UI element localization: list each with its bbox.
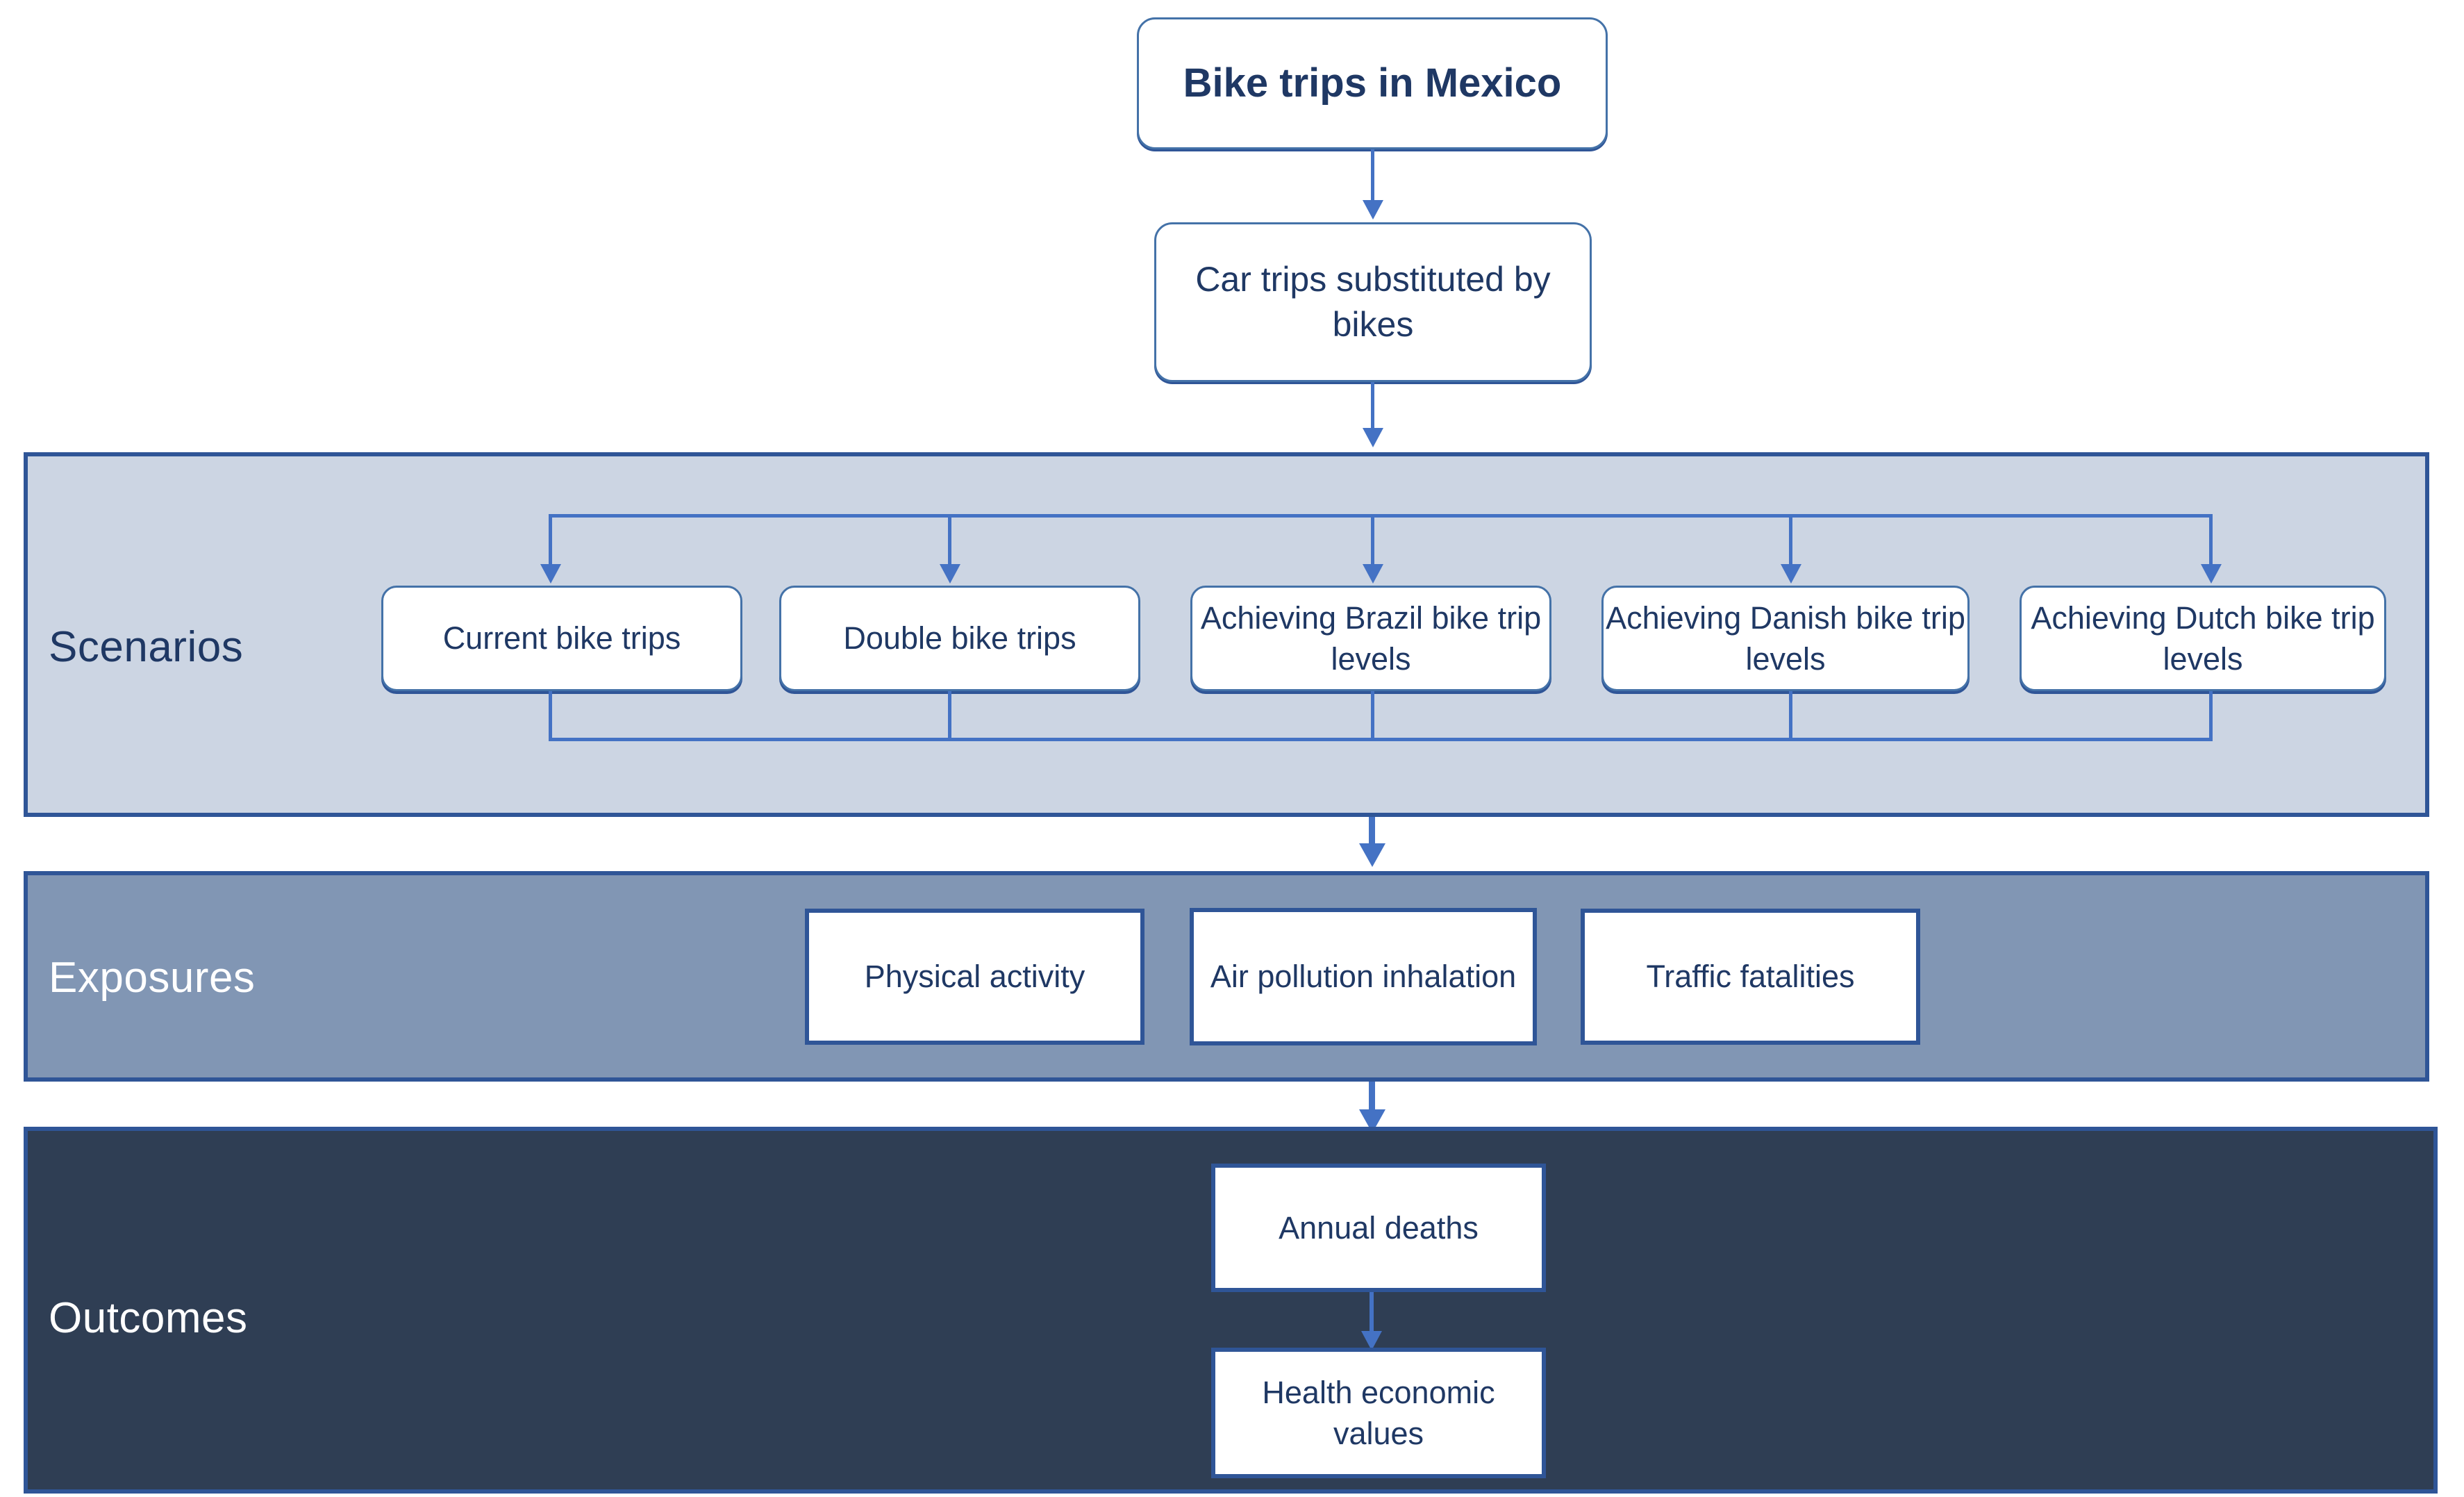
node-outcome-annual-deaths[interactable]: Annual deaths [1211, 1164, 1546, 1292]
scenario-collect-leg-3 [1371, 691, 1374, 741]
node-label: Annual deaths [1279, 1209, 1479, 1246]
band-label-scenarios: Scenarios [49, 623, 244, 671]
connector-deaths-to-values-line [1370, 1292, 1374, 1337]
band-label-outcomes: Outcomes [49, 1294, 248, 1342]
node-bike-trips-in-mexico[interactable]: Bike trips in Mexico [1137, 17, 1608, 149]
connector-root-to-substitution-line [1371, 149, 1374, 200]
scenario-drop-leg-3 [1371, 514, 1374, 567]
scenario-drop-leg-1 [549, 514, 552, 567]
scenario-distributor-bus [549, 514, 2213, 518]
node-label: Car trips substituted by bikes [1195, 260, 1551, 344]
node-exposure-traffic-fatalities[interactable]: Traffic fatalities [1581, 909, 1920, 1045]
node-label: Achieving Dutch bike trip levels [2031, 599, 2375, 677]
band-label-exposures: Exposures [49, 954, 256, 1002]
scenario-collect-leg-1 [549, 691, 552, 741]
scenario-drop-arrowhead-5 [2201, 564, 2222, 584]
node-scenario-double-bike-trips[interactable]: Double bike trips [779, 586, 1140, 691]
connector-exposures-to-outcomes-line [1369, 1082, 1375, 1118]
connector-root-to-substitution-arrowhead [1363, 200, 1383, 220]
node-label: Air pollution inhalation [1210, 959, 1517, 995]
connector-scenarios-to-exposures-line [1369, 817, 1375, 852]
connector-scenarios-to-exposures-arrowhead [1359, 843, 1385, 867]
node-scenario-current-bike-trips[interactable]: Current bike trips [381, 586, 742, 691]
scenario-drop-leg-2 [948, 514, 951, 567]
node-label: Double bike trips [843, 620, 1076, 656]
node-scenario-dutch-levels[interactable]: Achieving Dutch bike trip levels [2020, 586, 2386, 691]
scenario-collect-leg-4 [1789, 691, 1792, 741]
node-exposure-physical-activity[interactable]: Physical activity [805, 909, 1144, 1045]
node-label: Bike trips in Mexico [1183, 60, 1562, 106]
scenario-drop-arrowhead-1 [540, 564, 561, 584]
node-car-trips-substituted-by-bikes[interactable]: Car trips substituted by bikes [1154, 222, 1592, 382]
scenario-drop-arrowhead-3 [1363, 564, 1383, 584]
scenario-collect-leg-2 [948, 691, 951, 741]
node-label: Achieving Danish bike trip levels [1606, 599, 1965, 677]
scenario-drop-arrowhead-2 [940, 564, 960, 584]
connector-deaths-to-values-arrowhead [1361, 1331, 1382, 1350]
node-label: Physical activity [864, 959, 1085, 995]
node-scenario-danish-levels[interactable]: Achieving Danish bike trip levels [1601, 586, 1970, 691]
scenario-drop-arrowhead-4 [1781, 564, 1801, 584]
connector-substitution-to-scenarios-arrowhead [1363, 428, 1383, 447]
node-label: Achieving Brazil bike trip levels [1200, 599, 1542, 677]
scenario-drop-leg-4 [1789, 514, 1792, 567]
node-exposure-air-pollution-inhalation[interactable]: Air pollution inhalation [1190, 908, 1537, 1045]
scenario-drop-leg-5 [2209, 514, 2213, 567]
connector-substitution-to-scenarios-line [1371, 382, 1374, 428]
scenario-collect-leg-5 [2209, 691, 2213, 741]
node-label: Health economic values [1262, 1374, 1495, 1451]
scenario-collector-bus [549, 738, 2213, 741]
node-outcome-health-economic-values[interactable]: Health economic values [1211, 1348, 1546, 1478]
node-scenario-brazil-levels[interactable]: Achieving Brazil bike trip levels [1190, 586, 1551, 691]
node-label: Traffic fatalities [1646, 959, 1855, 995]
node-label: Current bike trips [442, 620, 681, 656]
